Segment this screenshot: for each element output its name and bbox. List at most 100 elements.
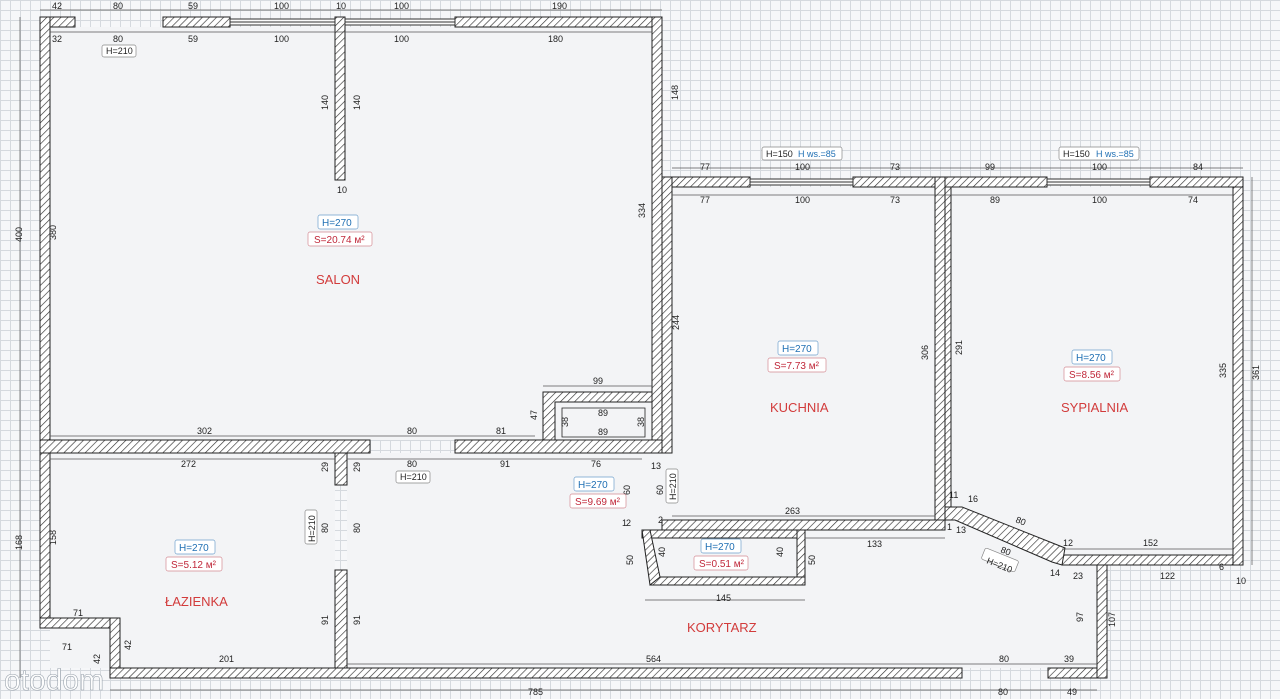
svg-text:77: 77 [700, 195, 710, 205]
svg-text:59: 59 [188, 34, 198, 44]
wall-closet-left [641, 529, 661, 586]
wall-kitchen-top-b [852, 176, 946, 188]
svg-text:80: 80 [113, 34, 123, 44]
wall-corridor-right [1096, 554, 1108, 679]
svg-text:42: 42 [123, 640, 133, 650]
svg-text:80: 80 [407, 426, 417, 436]
svg-text:80: 80 [998, 687, 1008, 697]
svg-text:306: 306 [920, 345, 930, 360]
svg-text:100: 100 [394, 1, 409, 11]
svg-text:81: 81 [496, 426, 506, 436]
dims-partition: 140 140 10 [320, 95, 362, 195]
svg-text:50: 50 [625, 555, 635, 565]
dims-kitchen-top: 77 100 73 77 100 73 [700, 162, 900, 205]
dims-bedroom-bottom: 152 6 10 23 122 [1073, 538, 1246, 586]
svg-text:380: 380 [48, 225, 58, 240]
wall-bath-step-h [39, 617, 121, 629]
dims-niche: 99 47 89 89 38 38 [529, 376, 646, 437]
svg-text:10: 10 [337, 185, 347, 195]
dims-salon-right: 148 334 [637, 85, 680, 218]
room-sypialnia: H=270 S=8.56 м² SYPIALNIA [1061, 349, 1129, 415]
wall-salon-bottom-a [39, 439, 371, 454]
windows [229, 18, 1151, 186]
svg-text:80: 80 [1014, 515, 1027, 528]
svg-text:84: 84 [1193, 162, 1203, 172]
svg-text:39: 39 [1064, 654, 1074, 664]
svg-text:291: 291 [954, 340, 964, 355]
window-label-kitchen: H=150 H ws.=85 [761, 146, 843, 161]
svg-text:152: 152 [1143, 538, 1158, 548]
svg-text:89: 89 [990, 195, 1000, 205]
dimension-lines [19, 9, 1253, 691]
svg-text:99: 99 [593, 376, 603, 386]
svg-text:ŁAZIENKA: ŁAZIENKA [165, 594, 228, 609]
svg-text:13: 13 [651, 461, 661, 471]
wall-kitchen-left [661, 176, 673, 454]
wall-bedroom-top-a [944, 176, 1048, 188]
svg-text:71: 71 [73, 608, 83, 618]
svg-text:80: 80 [999, 654, 1009, 664]
svg-text:12: 12 [1063, 538, 1073, 548]
room-salon: H=270 S=20.74 м² SALON [307, 214, 373, 287]
svg-text:302: 302 [197, 426, 212, 436]
room-korytarz: H=270 S=9.69 м² KORYTARZ [569, 476, 757, 635]
svg-text:89: 89 [598, 408, 608, 418]
svg-text:59: 59 [188, 1, 198, 11]
svg-text:158: 158 [48, 530, 58, 545]
svg-text:H=270: H=270 [1076, 353, 1106, 364]
dims-top-outer: 42 80 59 100 10 100 190 [52, 1, 567, 11]
svg-text:H=270: H=270 [179, 543, 209, 554]
dims-hall-right: 133 [867, 539, 882, 549]
svg-text:H=270: H=270 [578, 480, 608, 491]
svg-text:168: 168 [14, 535, 24, 550]
wall-closet-top [641, 529, 806, 539]
wall-diagonal [944, 506, 1066, 566]
svg-text:2: 2 [658, 515, 663, 525]
svg-text:1: 1 [947, 522, 952, 532]
svg-text:107: 107 [1107, 612, 1117, 627]
svg-text:80: 80 [113, 1, 123, 11]
svg-text:38: 38 [636, 417, 646, 427]
svg-text:100: 100 [795, 195, 810, 205]
svg-text:400: 400 [14, 227, 24, 242]
svg-text:49: 49 [1067, 687, 1077, 697]
door-height-hall: H=210 [395, 470, 431, 484]
svg-text:60: 60 [655, 485, 665, 495]
dims-closet: 40 40 50 50 145 [625, 547, 817, 603]
svg-text:H=210: H=210 [307, 515, 317, 542]
room-schowek: H=270 S=0.51 м² [693, 538, 749, 571]
svg-text:S=7.73 м²: S=7.73 м² [774, 361, 820, 372]
svg-text:100: 100 [274, 34, 289, 44]
svg-text:91: 91 [352, 615, 362, 625]
svg-text:2: 2 [626, 518, 631, 528]
wall-salon-right [651, 16, 663, 441]
dims-sides: 244 306 291 335 361 [671, 315, 1261, 380]
wall-kitchen-top-a [661, 176, 751, 188]
door-height-salon-top: H=210 [101, 44, 137, 58]
svg-text:263: 263 [785, 506, 800, 516]
svg-text:H=270: H=270 [782, 344, 812, 355]
wall-kitchen-bottom [661, 519, 946, 531]
wall-bottom-main [109, 667, 963, 679]
svg-text:42: 42 [52, 1, 62, 11]
svg-text:29: 29 [352, 462, 362, 472]
svg-text:SALON: SALON [316, 272, 360, 287]
wall-bath-right-top [334, 452, 348, 486]
dims-corridor-right: 97 107 [1075, 612, 1117, 627]
svg-text:100: 100 [394, 34, 409, 44]
svg-text:H=270: H=270 [322, 218, 352, 229]
svg-text:91: 91 [320, 615, 330, 625]
svg-text:100: 100 [795, 162, 810, 172]
svg-text:S=8.56 м²: S=8.56 м² [1069, 370, 1115, 381]
svg-text:148: 148 [670, 85, 680, 100]
svg-text:272: 272 [181, 459, 196, 469]
svg-text:89: 89 [598, 427, 608, 437]
svg-text:80: 80 [407, 459, 417, 469]
svg-text:29: 29 [320, 462, 330, 472]
svg-text:91: 91 [500, 459, 510, 469]
svg-text:100: 100 [1092, 195, 1107, 205]
room-lazienka: H=270 S=5.12 м² ŁAZIENKA [165, 539, 228, 609]
svg-text:133: 133 [867, 539, 882, 549]
wall-kitchen-bedroom [934, 176, 946, 521]
